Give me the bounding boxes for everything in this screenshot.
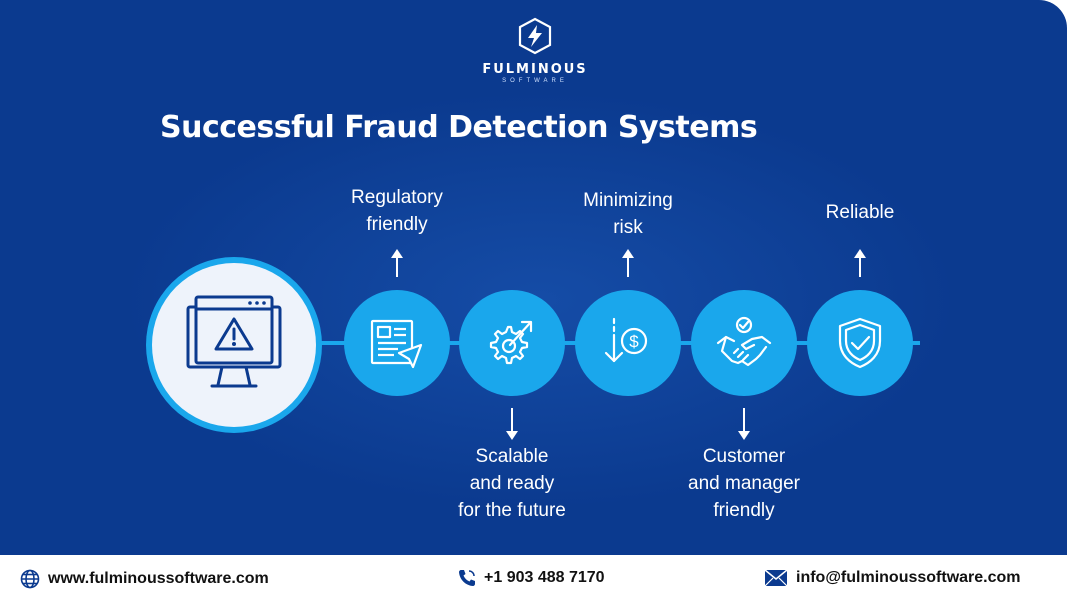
feature-node-regulatory xyxy=(344,290,450,396)
svg-text:$: $ xyxy=(629,332,639,351)
footer-phone[interactable]: +1 903 488 7170 xyxy=(458,569,605,587)
lightning-hexagon-icon xyxy=(518,17,552,55)
arrow-down-customer xyxy=(738,408,750,440)
footer-email[interactable]: info@fulminoussoftware.com xyxy=(764,569,1021,587)
page-title: Successful Fraud Detection Systems xyxy=(160,110,758,145)
feature-label-risk: Minimizing risk xyxy=(583,190,673,238)
envelope-icon xyxy=(764,569,788,587)
feature-node-risk: $ xyxy=(575,290,681,396)
feature-label-customer: Customer and manager friendly xyxy=(688,446,800,521)
arrow-up-regulatory xyxy=(391,249,403,277)
feature-node-customer xyxy=(691,290,797,396)
brand-logo: FULMINOUS SOFTWARE xyxy=(480,16,590,84)
dollar-down-icon: $ xyxy=(604,317,648,363)
feature-label-scalable: Scalable and ready for the future xyxy=(458,446,566,521)
footer-website[interactable]: www.fulminoussoftware.com xyxy=(20,569,269,589)
handshake-icon xyxy=(716,316,772,367)
feature-node-reliable xyxy=(807,290,913,396)
monitor-warning-icon xyxy=(186,295,282,388)
phone-icon xyxy=(459,570,475,586)
feature-label-regulatory: Regulatory friendly xyxy=(351,187,443,235)
shield-check-icon xyxy=(838,317,882,369)
brand-name: FULMINOUS xyxy=(482,62,588,77)
phone-text: +1 903 488 7170 xyxy=(484,569,605,586)
arrow-up-risk xyxy=(622,249,634,277)
feature-node-scalable xyxy=(459,290,565,396)
feature-label-reliable: Reliable xyxy=(825,202,895,223)
email-text: info@fulminoussoftware.com xyxy=(796,569,1021,586)
brand-tagline: SOFTWARE xyxy=(502,78,568,84)
footer: www.fulminoussoftware.com +1 903 488 717… xyxy=(0,555,1067,606)
website-text: www.fulminoussoftware.com xyxy=(48,570,269,587)
arrow-down-scalable xyxy=(506,408,518,440)
main-circle xyxy=(152,263,316,427)
arrow-up-reliable xyxy=(854,249,866,277)
globe-icon xyxy=(20,569,40,589)
infographic-card: FULMINOUS SOFTWARE Successful Fraud Dete… xyxy=(0,0,1067,555)
document-send-icon xyxy=(370,319,423,369)
gear-growth-icon xyxy=(489,320,533,365)
